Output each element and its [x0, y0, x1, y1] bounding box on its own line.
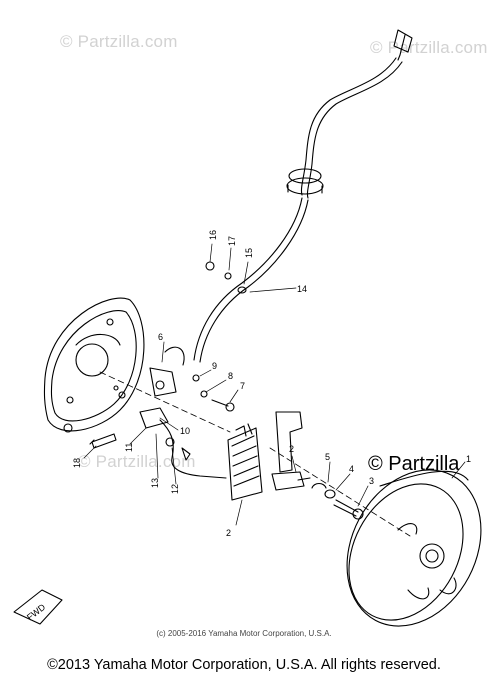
- watermark-top-right: © Partzilla.com: [370, 38, 488, 57]
- callout-9: 9: [212, 361, 217, 371]
- callout-3: 3: [369, 476, 374, 486]
- charging-coil: [227, 423, 263, 501]
- screw-and-washers: [311, 482, 364, 520]
- stator-base-plate: [43, 297, 145, 433]
- callout-2: 2: [226, 528, 231, 538]
- callout-15: 15: [244, 248, 254, 258]
- fasteners-15-17: [205, 261, 247, 294]
- callout-6: 6: [158, 332, 163, 342]
- callout-14: 14: [297, 284, 307, 294]
- fasteners-12-13: [165, 437, 191, 461]
- center-axis-line: [99, 371, 411, 537]
- contact-breaker: [149, 346, 185, 397]
- callout-5: 5: [325, 452, 330, 462]
- pulser-bracket: [271, 411, 311, 491]
- condenser: [139, 407, 227, 479]
- diagram-copyright: (c) 2005-2016 Yamaha Motor Corporation, …: [156, 629, 332, 638]
- bolt-18: [89, 433, 117, 449]
- wire-harness: [193, 29, 413, 363]
- callout-10: 10: [180, 426, 190, 436]
- callout-7: 7: [240, 381, 245, 391]
- callout-8: 8: [228, 371, 233, 381]
- callout-17: 17: [227, 236, 237, 246]
- callout-1: 1: [466, 454, 471, 464]
- watermark-top-left: © Partzilla.com: [60, 32, 178, 51]
- fwd-arrow: FWD: [13, 589, 63, 625]
- footer-copyright: ©2013 Yamaha Motor Corporation, U.S.A. A…: [47, 657, 441, 673]
- leader-lines: [83, 243, 466, 526]
- callout-18: 18: [72, 458, 82, 468]
- watermark-main: © Partzilla: [368, 453, 460, 475]
- callout-2b: 2: [289, 444, 294, 454]
- callout-labels: 1 2 2 3 4 5 6 7 8 9 10 11 12 13 14 15 16…: [72, 230, 471, 538]
- callout-4: 4: [349, 464, 354, 474]
- callout-13: 13: [150, 478, 160, 488]
- flywheel: [346, 469, 482, 627]
- small-screws: [192, 374, 235, 412]
- callout-16: 16: [208, 230, 218, 240]
- watermark-mid-left: © Partzilla.com: [78, 452, 196, 471]
- callout-11: 11: [124, 443, 134, 452]
- callout-12: 12: [170, 484, 180, 494]
